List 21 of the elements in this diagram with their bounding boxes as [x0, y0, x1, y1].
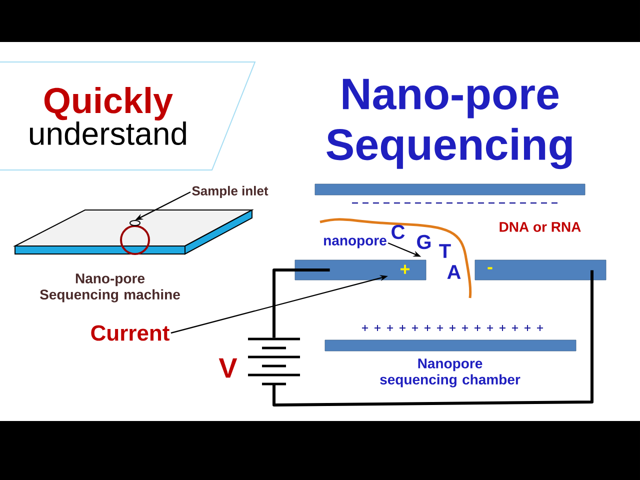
wire: [272, 268, 330, 338]
callout-text: nanopore: [324, 238, 386, 248]
callout-text: Current: [91, 325, 170, 341]
callout-text: Sample inlet: [192, 186, 268, 198]
quickly-panel: Quickly understand: [0, 62, 256, 170]
battery-symbol: [248, 338, 300, 386]
title: Nano-pore Sequencing: [326, 78, 572, 170]
base-letter: G: [417, 234, 431, 250]
electrode-plate: -: [474, 260, 606, 280]
chamber-plate: [324, 340, 576, 352]
wire: [272, 270, 594, 406]
inlet-hole: [130, 220, 140, 226]
base-letter: T: [439, 244, 451, 258]
node-label: V: [218, 358, 238, 378]
chamber-plate: [314, 184, 586, 196]
label: DNA or RNA: [500, 222, 581, 232]
base-letter: C: [392, 224, 405, 240]
node-label: Nano-pore Sequencing machine: [40, 274, 180, 302]
base-letter: A: [447, 265, 461, 279]
electrode-plate: +: [294, 260, 426, 280]
node-label: Nanopore sequencing chamber: [380, 358, 520, 388]
